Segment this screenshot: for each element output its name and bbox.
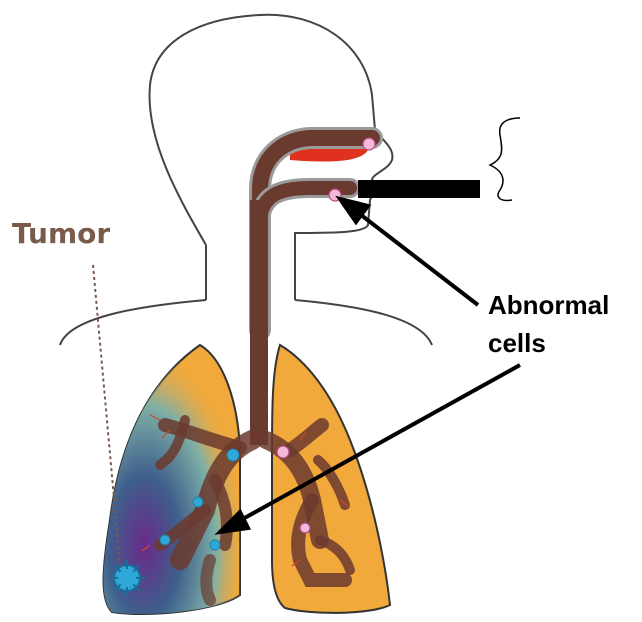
spiky-cell-icon — [109, 560, 145, 596]
shoulders-outline — [60, 300, 432, 345]
tumor-label: Tumor — [12, 217, 110, 250]
cells-label: cells — [488, 328, 546, 358]
curly-brace-icon — [490, 118, 520, 200]
redacted-label-bar — [358, 180, 480, 198]
trachea-core — [250, 200, 268, 445]
abnormal-label: Abnormal — [488, 290, 609, 320]
